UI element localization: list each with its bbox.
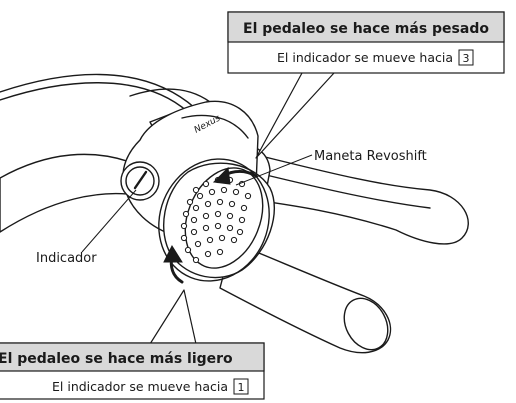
handlebar-tube [0,153,143,233]
top-callout-pointer [255,72,335,159]
callout-lighter-body: El indicador se mueve hacia [52,379,228,394]
brake-lever-highlight [261,173,431,209]
callout-lighter: El pedaleo se hace más ligero El indicad… [0,342,265,400]
indicator-label: Indicador [36,251,97,266]
leader-lines [81,154,313,253]
shifter-leader [235,154,313,186]
brake-lever [235,149,469,245]
indicator-leader [81,189,137,253]
shift-cable [0,73,196,109]
twist-ring-collar [158,158,270,282]
gear-number-box-1 [233,378,249,395]
bottom-callout-pointer [149,289,197,345]
callout-lighter-heading: El pedaleo se hace más ligero [0,351,233,367]
brake-cable [129,88,211,103]
rotation-arrows [163,166,258,284]
shift-cable-inner [0,82,189,113]
indicator-needle [133,170,148,190]
arrow-upshift-head [212,166,231,185]
callout-heavier-body: El indicador se mueve hacia [277,50,453,65]
shifter-illustration: Nexus [0,73,469,354]
callout-heavier-heading: El pedaleo se hace más pesado [243,21,489,37]
housing-top-edge [181,114,249,139]
callout-heavier: El pedaleo se hace más pesado El indicad… [227,11,505,74]
callout-pointers [149,72,335,345]
shifter-label: Maneta Revoshift [314,149,427,164]
callout-heavier-header [227,11,505,43]
grip-end-cap [343,297,389,351]
gear-number-box-3 [458,49,474,66]
twist-ring-dimples [180,176,252,264]
arrow-downshift-head [163,244,183,263]
callout-lighter-header [0,342,265,372]
gear-number-1: 1 [238,381,245,394]
gear-number-3: 3 [463,52,470,65]
